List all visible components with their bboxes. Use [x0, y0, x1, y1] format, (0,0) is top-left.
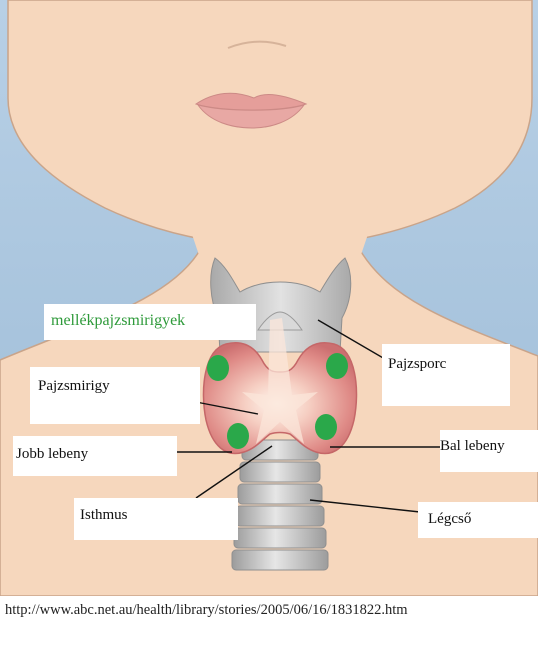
- neck: [180, 200, 380, 258]
- label-isthmus: Isthmus: [74, 498, 238, 540]
- parathyroid-lower-right: [227, 423, 249, 449]
- parathyroid-lower-left: [315, 414, 337, 440]
- label-trachea: Légcső: [418, 502, 538, 538]
- label-left-lobe: Bal lebeny: [440, 430, 538, 472]
- label-right-lobe: Jobb lebeny: [13, 436, 177, 476]
- source-url: http://www.abc.net.au/health/library/sto…: [5, 600, 535, 621]
- parathyroid-upper-right: [207, 355, 229, 381]
- label-parathyroid-glands: mellékpajzsmirigyek: [44, 304, 256, 340]
- parathyroid-upper-left: [326, 353, 348, 379]
- label-thyroid-cartilage: Pajzsporc: [382, 344, 510, 406]
- label-thyroid-gland: Pajzsmirigy: [30, 367, 200, 424]
